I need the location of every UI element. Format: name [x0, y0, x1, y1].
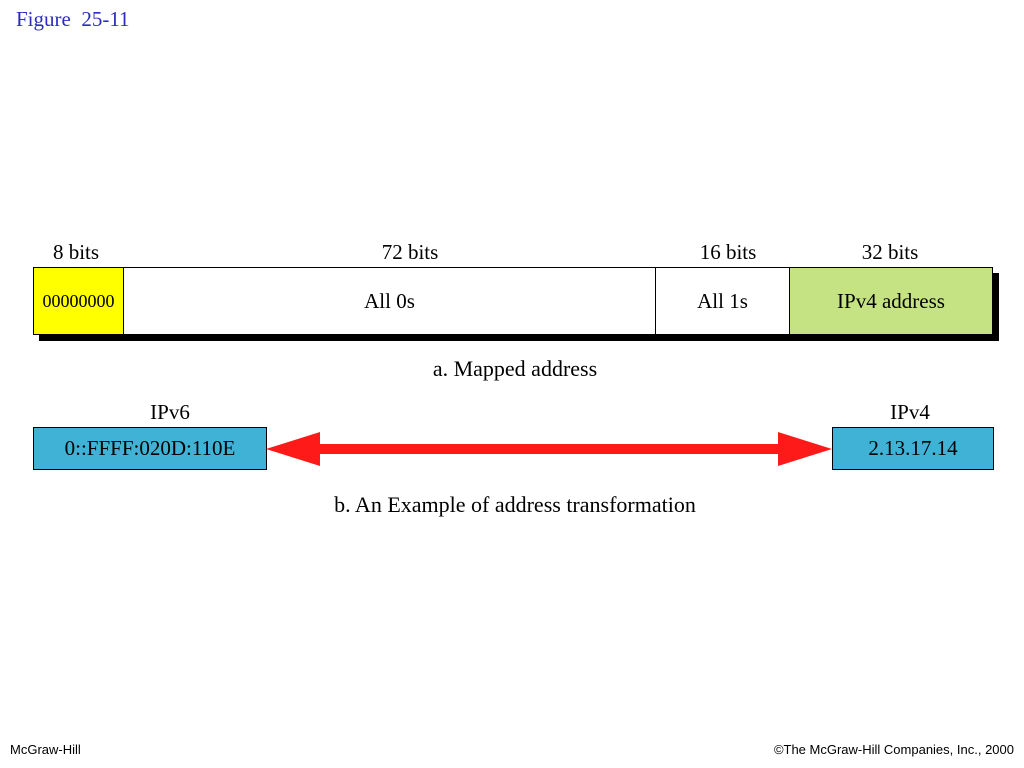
footer-copyright: ©The McGraw-Hill Companies, Inc., 2000	[773, 742, 1014, 757]
ipv4-address-box: 2.13.17.14	[832, 427, 994, 470]
bits-label-8: 8 bits	[52, 240, 100, 264]
caption-address-transformation: b. An Example of address transformation	[334, 492, 696, 517]
segment-all-ones: All 1s	[656, 267, 790, 335]
ipv4-label: IPv4	[890, 400, 930, 424]
segment-zero-prefix: 00000000	[33, 267, 124, 335]
bits-label-72: 72 bits	[381, 240, 439, 264]
bits-label-16: 16 bits	[699, 240, 757, 264]
footer-publisher: McGraw-Hill	[10, 742, 81, 757]
figure-title: Figure 25-11	[16, 7, 130, 31]
segment-all-zeros: All 0s	[124, 267, 656, 335]
bidirectional-arrow-icon	[266, 432, 832, 466]
ipv6-label: IPv6	[150, 400, 190, 424]
ipv6-address-box: 0::FFFF:020D:110E	[33, 427, 267, 470]
mapped-address-bar: 00000000 All 0s All 1s IPv4 address	[33, 267, 993, 335]
caption-mapped-address: a. Mapped address	[432, 356, 598, 381]
bits-label-32: 32 bits	[861, 240, 919, 264]
segment-ipv4-address: IPv4 address	[790, 267, 993, 335]
